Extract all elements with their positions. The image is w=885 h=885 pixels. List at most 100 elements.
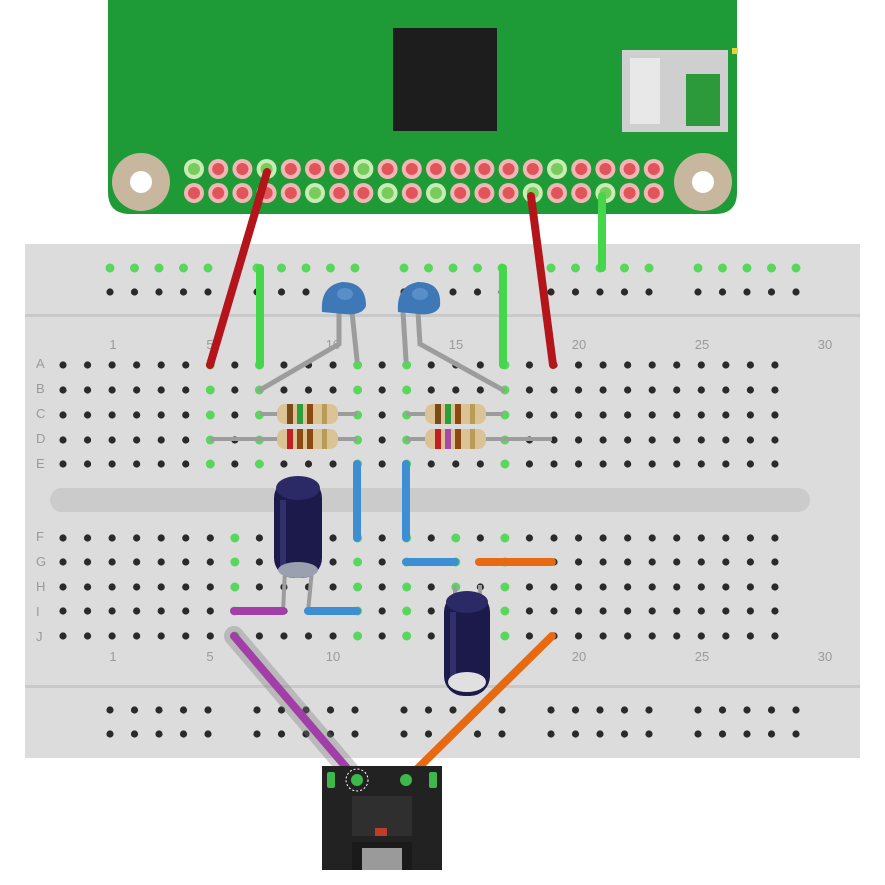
row-letter: J — [36, 629, 43, 644]
breadboard-hole — [205, 459, 215, 469]
breadboard-hole — [673, 436, 681, 444]
rail-hole — [571, 730, 580, 738]
gpio-pin — [526, 163, 539, 175]
breadboard-hole — [648, 386, 656, 394]
audio-jack-pin — [327, 772, 335, 788]
center-channel — [50, 488, 810, 512]
breadboard-hole — [673, 361, 681, 369]
column-number: 30 — [818, 649, 832, 664]
breadboard-hole — [353, 557, 363, 567]
rail-hole — [106, 730, 114, 738]
rail-hole — [302, 706, 310, 714]
breadboard-hole — [574, 411, 583, 419]
rail-hole — [424, 730, 433, 738]
breadboard-hole — [59, 558, 67, 566]
rail-hole — [351, 706, 359, 714]
mounting-hole-right — [674, 153, 732, 211]
raspberry-pi-zero — [108, 0, 738, 214]
breadboard-hole — [59, 607, 67, 615]
gpio-pin — [284, 187, 297, 199]
breadboard-hole — [697, 361, 705, 369]
breadboard-hole — [59, 460, 67, 468]
rail-hole — [596, 730, 604, 738]
breadboard-hole — [624, 558, 632, 566]
breadboard-hole — [550, 386, 558, 394]
rail-hole — [301, 263, 311, 273]
gpio-pin — [454, 187, 467, 199]
gpio-pin — [381, 187, 394, 199]
rail-hole — [179, 288, 188, 296]
breadboard-hole — [722, 558, 730, 566]
breadboard-hole — [574, 534, 583, 542]
breadboard-hole — [182, 436, 190, 444]
column-number: 30 — [818, 337, 832, 352]
rail-hole — [743, 706, 751, 714]
rail-hole — [694, 288, 702, 296]
rail-hole — [253, 730, 261, 738]
rail-hole — [105, 263, 115, 273]
gpio-pin — [430, 187, 442, 199]
resistor-3 — [425, 404, 486, 424]
wire-purple — [230, 632, 361, 784]
breadboard-hole — [83, 460, 92, 468]
rail-hole — [473, 288, 482, 296]
rail-hole — [302, 730, 310, 738]
gpio-pin — [647, 187, 660, 199]
rail-hole — [449, 706, 457, 714]
breadboard-hole — [182, 386, 190, 394]
breadboard-hole — [427, 361, 435, 369]
row-letters-bottom: F G H I J — [36, 529, 46, 644]
rail-hole — [571, 288, 580, 296]
breadboard-hole — [697, 607, 705, 615]
sd-slot-inner — [630, 58, 660, 124]
breadboard-hole — [255, 632, 263, 640]
breadboard-hole — [722, 534, 730, 542]
gpio-pin — [381, 163, 394, 175]
rail-hole — [253, 706, 261, 714]
breadboard-hole — [624, 436, 632, 444]
breadboard-hole — [648, 534, 656, 542]
breadboard-hole — [402, 631, 412, 641]
breadboard-hole — [697, 534, 705, 542]
breadboard-hole — [255, 558, 263, 566]
breadboard-hole — [451, 533, 461, 543]
rail-hole — [277, 730, 286, 738]
wire-red — [527, 192, 557, 369]
breadboard-hole — [378, 583, 386, 591]
cap-leg — [415, 309, 506, 393]
rail-hole — [350, 263, 360, 273]
gpio-pin — [575, 187, 588, 199]
rail-hole — [767, 730, 776, 738]
breadboard-hole — [402, 582, 412, 592]
breadboard-hole — [525, 607, 534, 615]
breadboard-hole — [599, 583, 607, 591]
breadboard-hole — [329, 534, 337, 542]
rail-hole — [179, 706, 188, 714]
row-letter: H — [36, 579, 45, 594]
breadboard-hole — [525, 361, 534, 369]
rail-hole — [792, 706, 800, 714]
breadboard-hole — [476, 534, 484, 542]
breadboard-hole — [133, 558, 141, 566]
breadboard-hole — [255, 534, 263, 542]
breadboard-hole — [624, 361, 632, 369]
breadboard-hole — [771, 460, 779, 468]
breadboard-hole — [427, 534, 435, 542]
rail-hole — [204, 288, 212, 296]
breadboard-hole — [624, 583, 632, 591]
breadboard-hole — [771, 534, 779, 542]
breadboard-hole — [771, 411, 779, 419]
breadboard-hole — [329, 558, 337, 566]
column-number: 1 — [109, 337, 116, 352]
audio-jack-pin — [400, 774, 412, 786]
rail-hole — [645, 288, 653, 296]
breadboard-hole — [182, 411, 190, 419]
gpio-pin — [188, 163, 200, 175]
breadboard-hole — [722, 460, 730, 468]
column-number: 20 — [572, 649, 586, 664]
breadboard-hole — [427, 607, 435, 615]
rail-hole — [547, 288, 555, 296]
rail-hole — [645, 706, 653, 714]
breadboard-hole — [599, 460, 607, 468]
